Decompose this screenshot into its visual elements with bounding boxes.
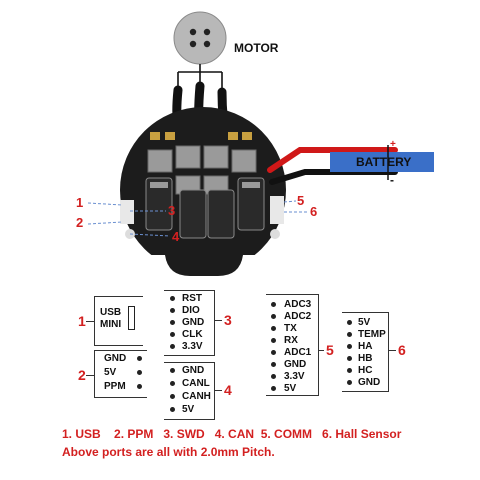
port-5-pin-rx: RX [284, 335, 298, 346]
port-5-pin-adc3: ADC3 [284, 299, 312, 310]
port-4-pin-canl: CANL [182, 378, 210, 389]
board-callout-1: 1 [76, 195, 84, 210]
motor-connector-icon [173, 11, 227, 65]
board-callout-4: 4 [172, 229, 180, 244]
battery-minus-sign: - [390, 173, 394, 187]
port-6-pin-temp: TEMP [358, 329, 386, 340]
port-4-pin-5v: 5V [182, 404, 195, 415]
port-6-pin-hc: HC [358, 365, 373, 376]
port-6-number: 6 [398, 342, 406, 358]
port-6-pin-hb: HB [358, 353, 373, 364]
battery-label: BATTERY [356, 155, 412, 169]
port-4-number: 4 [224, 382, 232, 398]
esc-board-illustration [87, 11, 434, 276]
port-2-number: 2 [78, 367, 86, 383]
callout-leader-lines [87, 200, 308, 237]
board-callout-6: 6 [310, 204, 318, 219]
port-3-pin-clk: CLK [182, 329, 203, 340]
port-3-number: 3 [224, 312, 232, 328]
port-3-pin-rst: RST [182, 293, 202, 304]
port-3-pin-dio: DIO [182, 305, 200, 316]
port-5-pin-3v3: 3.3V [284, 371, 305, 382]
port-1-number: 1 [78, 313, 86, 329]
port-4-pin-gnd: GND [182, 365, 205, 376]
battery-plus-sign: + [390, 139, 396, 150]
port-6-pin-5v: 5V [358, 317, 371, 328]
port-5-pin-adc1: ADC1 [284, 347, 312, 358]
port-1-pin-usb: USB [100, 307, 122, 318]
port-5-pin-gnd: GND [284, 359, 307, 370]
caption-pitch-note: Above ports are all with 2.0mm Pitch. [62, 445, 275, 459]
port-5-pin-5v: 5V [284, 383, 297, 394]
port-3-pin-gnd: GND [182, 317, 205, 328]
port-4-pin-canh: CANH [182, 391, 211, 402]
board-side-connectors [120, 196, 284, 224]
port-6-pin-ha: HA [358, 341, 373, 352]
board-solder-pads [150, 132, 252, 140]
port-6-pin-gnd: GND [358, 377, 381, 388]
motor-label: MOTOR [234, 41, 279, 55]
battery-box [330, 152, 434, 172]
port-2-pin-gnd: GND [104, 353, 127, 364]
board-capacitors [145, 177, 265, 239]
board-callout-3: 3 [168, 203, 176, 218]
motor-bracket-lines [177, 64, 223, 90]
port-2-pin-ppm: PPM [104, 381, 126, 392]
port-2-pin-5v: 5V [104, 367, 117, 378]
port-5-pin-adc2: ADC2 [284, 311, 312, 322]
board-callout-5: 5 [297, 193, 305, 208]
port-5-pin-tx: TX [284, 323, 297, 334]
port-1-pin-mini: MINI [100, 319, 122, 330]
caption-port-legend: 1. USB 2. PPM 3. SWD 4. CAN 5. COMM 6. H… [62, 427, 402, 441]
board-callout-2: 2 [76, 215, 84, 230]
port-3-pin-3v3: 3.3V [182, 341, 203, 352]
port-5-number: 5 [326, 342, 334, 358]
